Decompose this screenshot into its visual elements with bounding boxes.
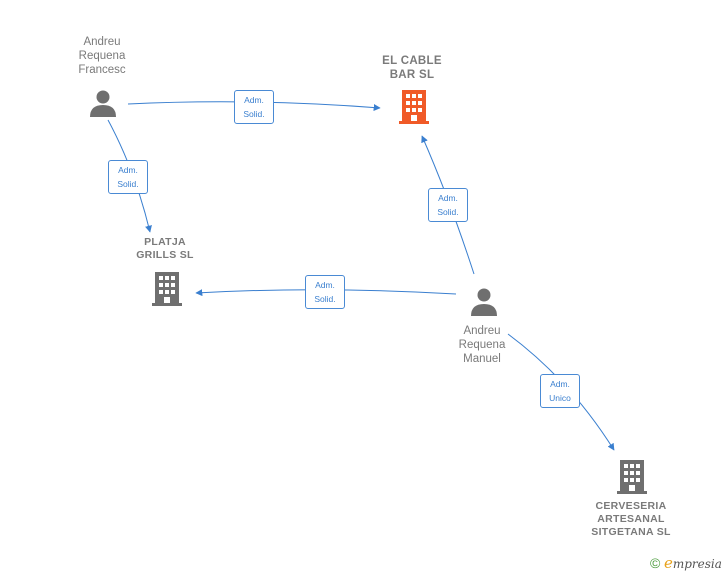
building-icon[interactable] — [399, 90, 429, 124]
node-label-platja-grills[interactable]: PLATJA GRILLS SL — [120, 236, 210, 262]
copyright-symbol: © — [650, 555, 661, 571]
edge-label-francesc-platja[interactable]: Adm. Solid. — [108, 160, 148, 194]
edge-label-line: Solid. — [314, 294, 336, 304]
label-line: BAR SL — [389, 69, 435, 81]
label-line: SITGETANA SL — [591, 526, 671, 538]
building-icon[interactable] — [617, 460, 647, 494]
edge-label-line: Solid. — [437, 207, 459, 217]
label-line: Andreu — [83, 36, 121, 48]
label-line: EL CABLE — [382, 55, 442, 67]
edge-label-line: Adm. — [315, 280, 335, 290]
building-icon[interactable] — [152, 272, 182, 306]
label-line: CERVESERIA — [595, 500, 667, 512]
edge-label-line: Adm. — [118, 165, 138, 175]
label-line: Francesc — [78, 64, 126, 76]
node-label-el-cable-bar[interactable]: EL CABLE BAR SL — [362, 54, 462, 82]
label-line: PLATJA — [144, 236, 186, 248]
edge-label-line: Solid. — [117, 179, 139, 189]
brand-name: mpresia — [672, 557, 722, 571]
label-line: GRILLS SL — [136, 249, 194, 261]
edge-label-line: Unico — [549, 393, 571, 403]
edge-label-line: Adm. — [550, 379, 570, 389]
node-label-andreu-requena-francesc[interactable]: Andreu Requena Francesc — [60, 35, 144, 77]
node-label-cerveseria[interactable]: CERVESERIA ARTESANAL SITGETANA SL — [578, 500, 684, 539]
label-line: Requena — [78, 50, 126, 62]
brand-initial: e — [663, 554, 673, 572]
edge-label-line: Adm. — [438, 193, 458, 203]
label-line: Andreu — [463, 325, 501, 337]
person-icon[interactable] — [471, 288, 497, 317]
edge-label-manuel-elcable[interactable]: Adm. Solid. — [428, 188, 468, 222]
edge-label-manuel-cerveseria[interactable]: Adm. Unico — [540, 374, 580, 408]
edge-label-line: Solid. — [243, 109, 265, 119]
edge-label-francesc-elcable[interactable]: Adm. Solid. — [234, 90, 274, 124]
label-line: Manuel — [463, 353, 501, 365]
edge-label-manuel-platja[interactable]: Adm. Solid. — [305, 275, 345, 309]
label-line: ARTESANAL — [597, 513, 665, 525]
person-icon[interactable] — [90, 90, 116, 118]
edge-label-line: Adm. — [244, 95, 264, 105]
node-label-andreu-requena-manuel[interactable]: Andreu Requena Manuel — [440, 324, 524, 366]
brand-logo: © empresia — [650, 554, 722, 572]
label-line: Requena — [458, 339, 506, 351]
